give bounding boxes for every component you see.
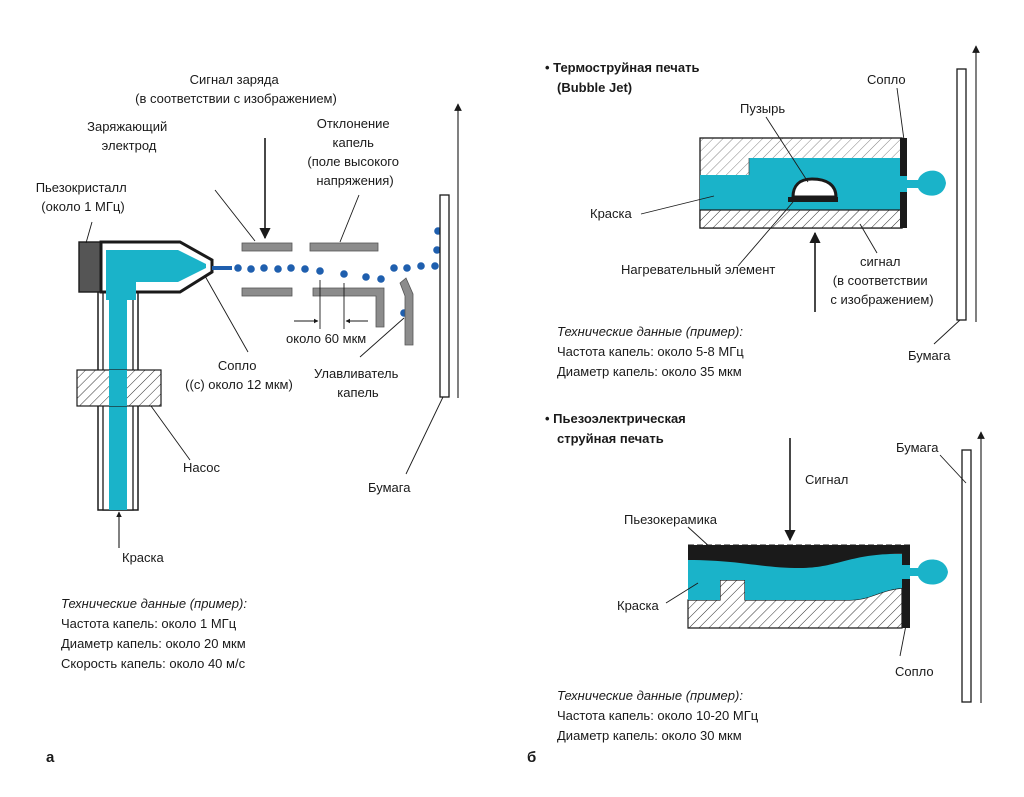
spec-line: Скорость капель: около 40 м/с: [61, 656, 246, 671]
piezo-leaders: [665, 454, 967, 657]
spec-line: Диаметр капель: около 35 мкм: [557, 364, 742, 379]
piezo-heading: • Пьезоэлектрическая струйная печать: [545, 411, 689, 446]
bubble: [791, 177, 838, 199]
thermal-paper: [956, 68, 967, 321]
thermal-ink-label: Краска: [590, 206, 633, 221]
paper-sheet: [439, 194, 450, 398]
deflection-label: Отклонение капель (поле высокого напряже…: [307, 116, 402, 188]
print-head: [78, 240, 214, 322]
pump-label: Насос: [183, 460, 220, 475]
bubble-label: Пузырь: [740, 101, 785, 116]
piezo-drop: [910, 559, 948, 585]
piezo-crystal-label: Пьезокристалл (около 1 МГц): [36, 180, 131, 214]
specs-title-a: Технические данные (пример):: [61, 596, 247, 611]
spec-line: Диаметр капель: около 20 мкм: [61, 636, 246, 651]
panel-a-leaders: [85, 189, 444, 475]
spec-line: Частота капель: около 1 МГц: [61, 616, 237, 631]
panel-letter-b: б: [527, 749, 536, 766]
panel-b-piezo: • Пьезоэлектрическая струйная печать Бум…: [527, 411, 985, 766]
charge-signal-label: Сигнал заряда (в соответствии с изображе…: [135, 72, 337, 106]
specs-title-piezo: Технические данные (пример):: [557, 688, 743, 703]
piezo-nozzle-label: Сопло: [895, 664, 934, 679]
charging-electrode-label: Заряжающий электрод: [87, 119, 171, 153]
panel-letter-a: а: [46, 749, 55, 766]
heater-label: Нагревательный элемент: [621, 262, 775, 277]
piezo-ink-channel: [688, 553, 902, 600]
piezo-signal-label: Сигнал: [805, 472, 848, 487]
deflection-plates: [309, 242, 385, 328]
piezo-ink-label: Краска: [617, 598, 660, 613]
thermal-head-base: [699, 209, 903, 229]
specs-title-thermal: Технические данные (пример):: [557, 324, 743, 339]
drop-spacing-label: около 60 мкм: [286, 331, 366, 346]
drop-catcher-label: Улавливатель капель: [314, 366, 402, 400]
spec-line: Диаметр капель: около 30 мкм: [557, 728, 742, 743]
thermal-nozzle-label: Сопло: [867, 72, 906, 87]
charging-electrodes: [241, 242, 293, 297]
pump: [76, 369, 162, 407]
piezo-paper-label: Бумага: [896, 440, 939, 455]
piezo-ceramic-label: Пьезокерамика: [624, 512, 718, 527]
nozzle-label: Сопло ((с) около 12 мкм): [185, 358, 293, 392]
drop-spacing-indicator: [294, 280, 368, 329]
thermal-leaders: [640, 87, 961, 345]
thermal-heading: • Термоструйная печать (Bubble Jet): [545, 60, 703, 95]
spec-line: Частота капель: около 10-20 МГц: [557, 708, 759, 723]
thermal-drop: [907, 170, 946, 196]
heater-element: [788, 197, 838, 202]
drop-catcher: [399, 277, 414, 346]
ink-label-a: Краска: [122, 550, 165, 565]
thermal-paper-label: Бумага: [908, 348, 951, 363]
piezo-ceramic: [688, 545, 910, 568]
piezo-paper: [961, 449, 972, 703]
spec-line: Частота капель: около 5-8 МГц: [557, 344, 744, 359]
paper-label-a: Бумага: [368, 480, 411, 495]
panel-b-thermal: • Термоструйная печать (Bubble Jet): [545, 45, 980, 379]
ink-drops: [234, 227, 442, 317]
thermal-signal-label: сигнал (в соответствии с изображением): [830, 254, 933, 307]
panel-a: Сигнал заряда (в соответствии с изображе…: [36, 72, 462, 766]
piezo-nozzle-plate: [902, 545, 910, 628]
